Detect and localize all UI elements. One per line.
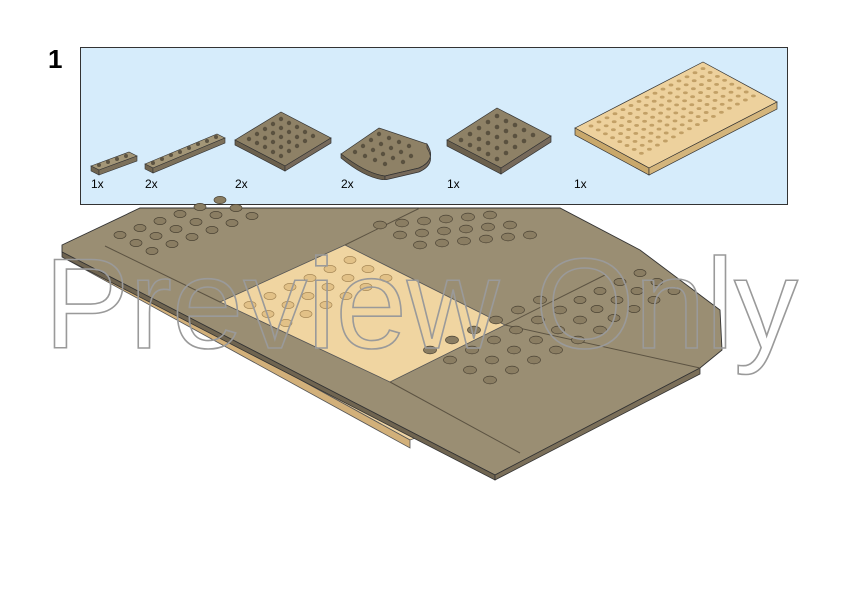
- plate-round-corner-image: [340, 127, 431, 180]
- parts-callout: 1x 2x 2x 2x: [80, 47, 788, 205]
- plate-1x8-image: [144, 133, 226, 174]
- plate-6x6-quantity: 2x: [235, 177, 248, 191]
- plate-1x4-quantity: 1x: [91, 177, 104, 191]
- plate-6x6-b-image: [446, 107, 552, 175]
- step-number: 1: [48, 44, 63, 74]
- plate-6x6-image: [234, 111, 332, 172]
- plate-6x6-b-quantity: 1x: [447, 177, 460, 191]
- preview-watermark: Preview Only: [43, 232, 799, 377]
- watermark-text: Preview Only: [44, 233, 798, 376]
- plate-8x16-tan-quantity: 1x: [574, 177, 587, 191]
- plate-1x8-quantity: 2x: [145, 177, 158, 191]
- plate-8x16-tan-image: [574, 61, 778, 176]
- plate-round-corner-quantity: 2x: [341, 177, 354, 191]
- plate-1x4-image: [90, 151, 138, 176]
